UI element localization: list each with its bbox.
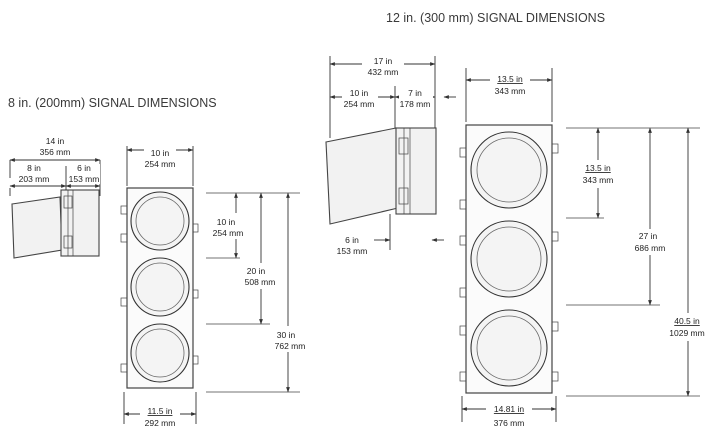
- front-view-8in: 10 in 254 mm 10 in 254 mm 20 in 508 mm 3…: [120, 144, 312, 430]
- lamp-middle-12in: [470, 220, 548, 298]
- label-h1-in-8in: 10 in: [217, 217, 236, 227]
- label-top-width-in-12in: 13.5 in: [497, 74, 523, 84]
- housing-side-12in: [395, 127, 437, 215]
- label-overall-mm-12in: 432 mm: [368, 67, 399, 77]
- lamp-bottom-8in: [130, 323, 190, 383]
- side-view-12in: 17 in 432 mm 10 in 254 mm 7 in 178 mm 6 …: [325, 53, 456, 258]
- label-h3-in-8in: 30 in: [277, 330, 296, 340]
- label-h2-mm-12in: 686 mm: [635, 243, 666, 253]
- label-h3-mm-12in: 1029 mm: [669, 328, 704, 338]
- lamp-middle-8in: [130, 257, 190, 317]
- label-rear-mm-8in: 153 mm: [69, 174, 100, 184]
- label-bottom-width-in-8in: 11.5 in: [148, 406, 173, 416]
- label-top-width-mm-12in: 343 mm: [495, 86, 526, 96]
- label-bottom-width-in-12in: 14.81 in: [494, 404, 525, 414]
- label-rear-mm-12in: 178 mm: [400, 99, 431, 109]
- label-bottom-in-12in: 6 in: [345, 235, 359, 245]
- side-view-8in: 14 in 356 mm 8 in 203 mm 6 in 153 mm: [9, 136, 101, 259]
- housing-side-8in: [60, 189, 100, 257]
- label-h2-in-8in: 20 in: [247, 266, 266, 276]
- label-h1-in-12in: 13.5 in: [585, 163, 611, 173]
- visor-12in: [325, 127, 399, 225]
- label-overall-in-8in: 14 in: [46, 136, 65, 146]
- lamp-bottom-12in: [470, 309, 548, 387]
- front-view-12in: 13.5 in 343 mm 13.5 in 343 mm 27 in 686 …: [459, 68, 710, 430]
- label-h3-in-12in: 40.5 in: [674, 316, 700, 326]
- label-bottom-width-mm-12in: 376 mm: [494, 418, 525, 428]
- label-top-width-in-8in: 10 in: [151, 148, 170, 158]
- label-h1-mm-8in: 254 mm: [213, 228, 244, 238]
- label-front-in-8in: 8 in: [27, 163, 41, 173]
- label-h3-mm-8in: 762 mm: [275, 341, 306, 351]
- lamp-top-8in: [130, 191, 190, 251]
- label-rear-in-12in: 7 in: [408, 88, 422, 98]
- label-overall-mm-8in: 356 mm: [40, 147, 71, 157]
- label-h1-mm-12in: 343 mm: [583, 175, 614, 185]
- visor-8in: [11, 196, 63, 259]
- label-front-mm-8in: 203 mm: [19, 174, 50, 184]
- lamp-top-12in: [470, 131, 548, 209]
- label-top-width-mm-8in: 254 mm: [145, 159, 176, 169]
- label-bottom-mm-12in: 153 mm: [337, 246, 368, 256]
- label-front-in-12in: 10 in: [350, 88, 369, 98]
- label-h2-mm-8in: 508 mm: [245, 277, 276, 287]
- title-12in-signal: 12 in. (300 mm) SIGNAL DIMENSIONS: [386, 11, 605, 25]
- label-rear-in-8in: 6 in: [77, 163, 91, 173]
- title-8in-signal: 8 in. (200mm) SIGNAL DIMENSIONS: [8, 96, 217, 110]
- label-bottom-width-mm-8in: 292 mm: [145, 418, 176, 428]
- label-front-mm-12in: 254 mm: [344, 99, 375, 109]
- label-overall-in-12in: 17 in: [374, 56, 393, 66]
- label-h2-in-12in: 27 in: [639, 231, 658, 241]
